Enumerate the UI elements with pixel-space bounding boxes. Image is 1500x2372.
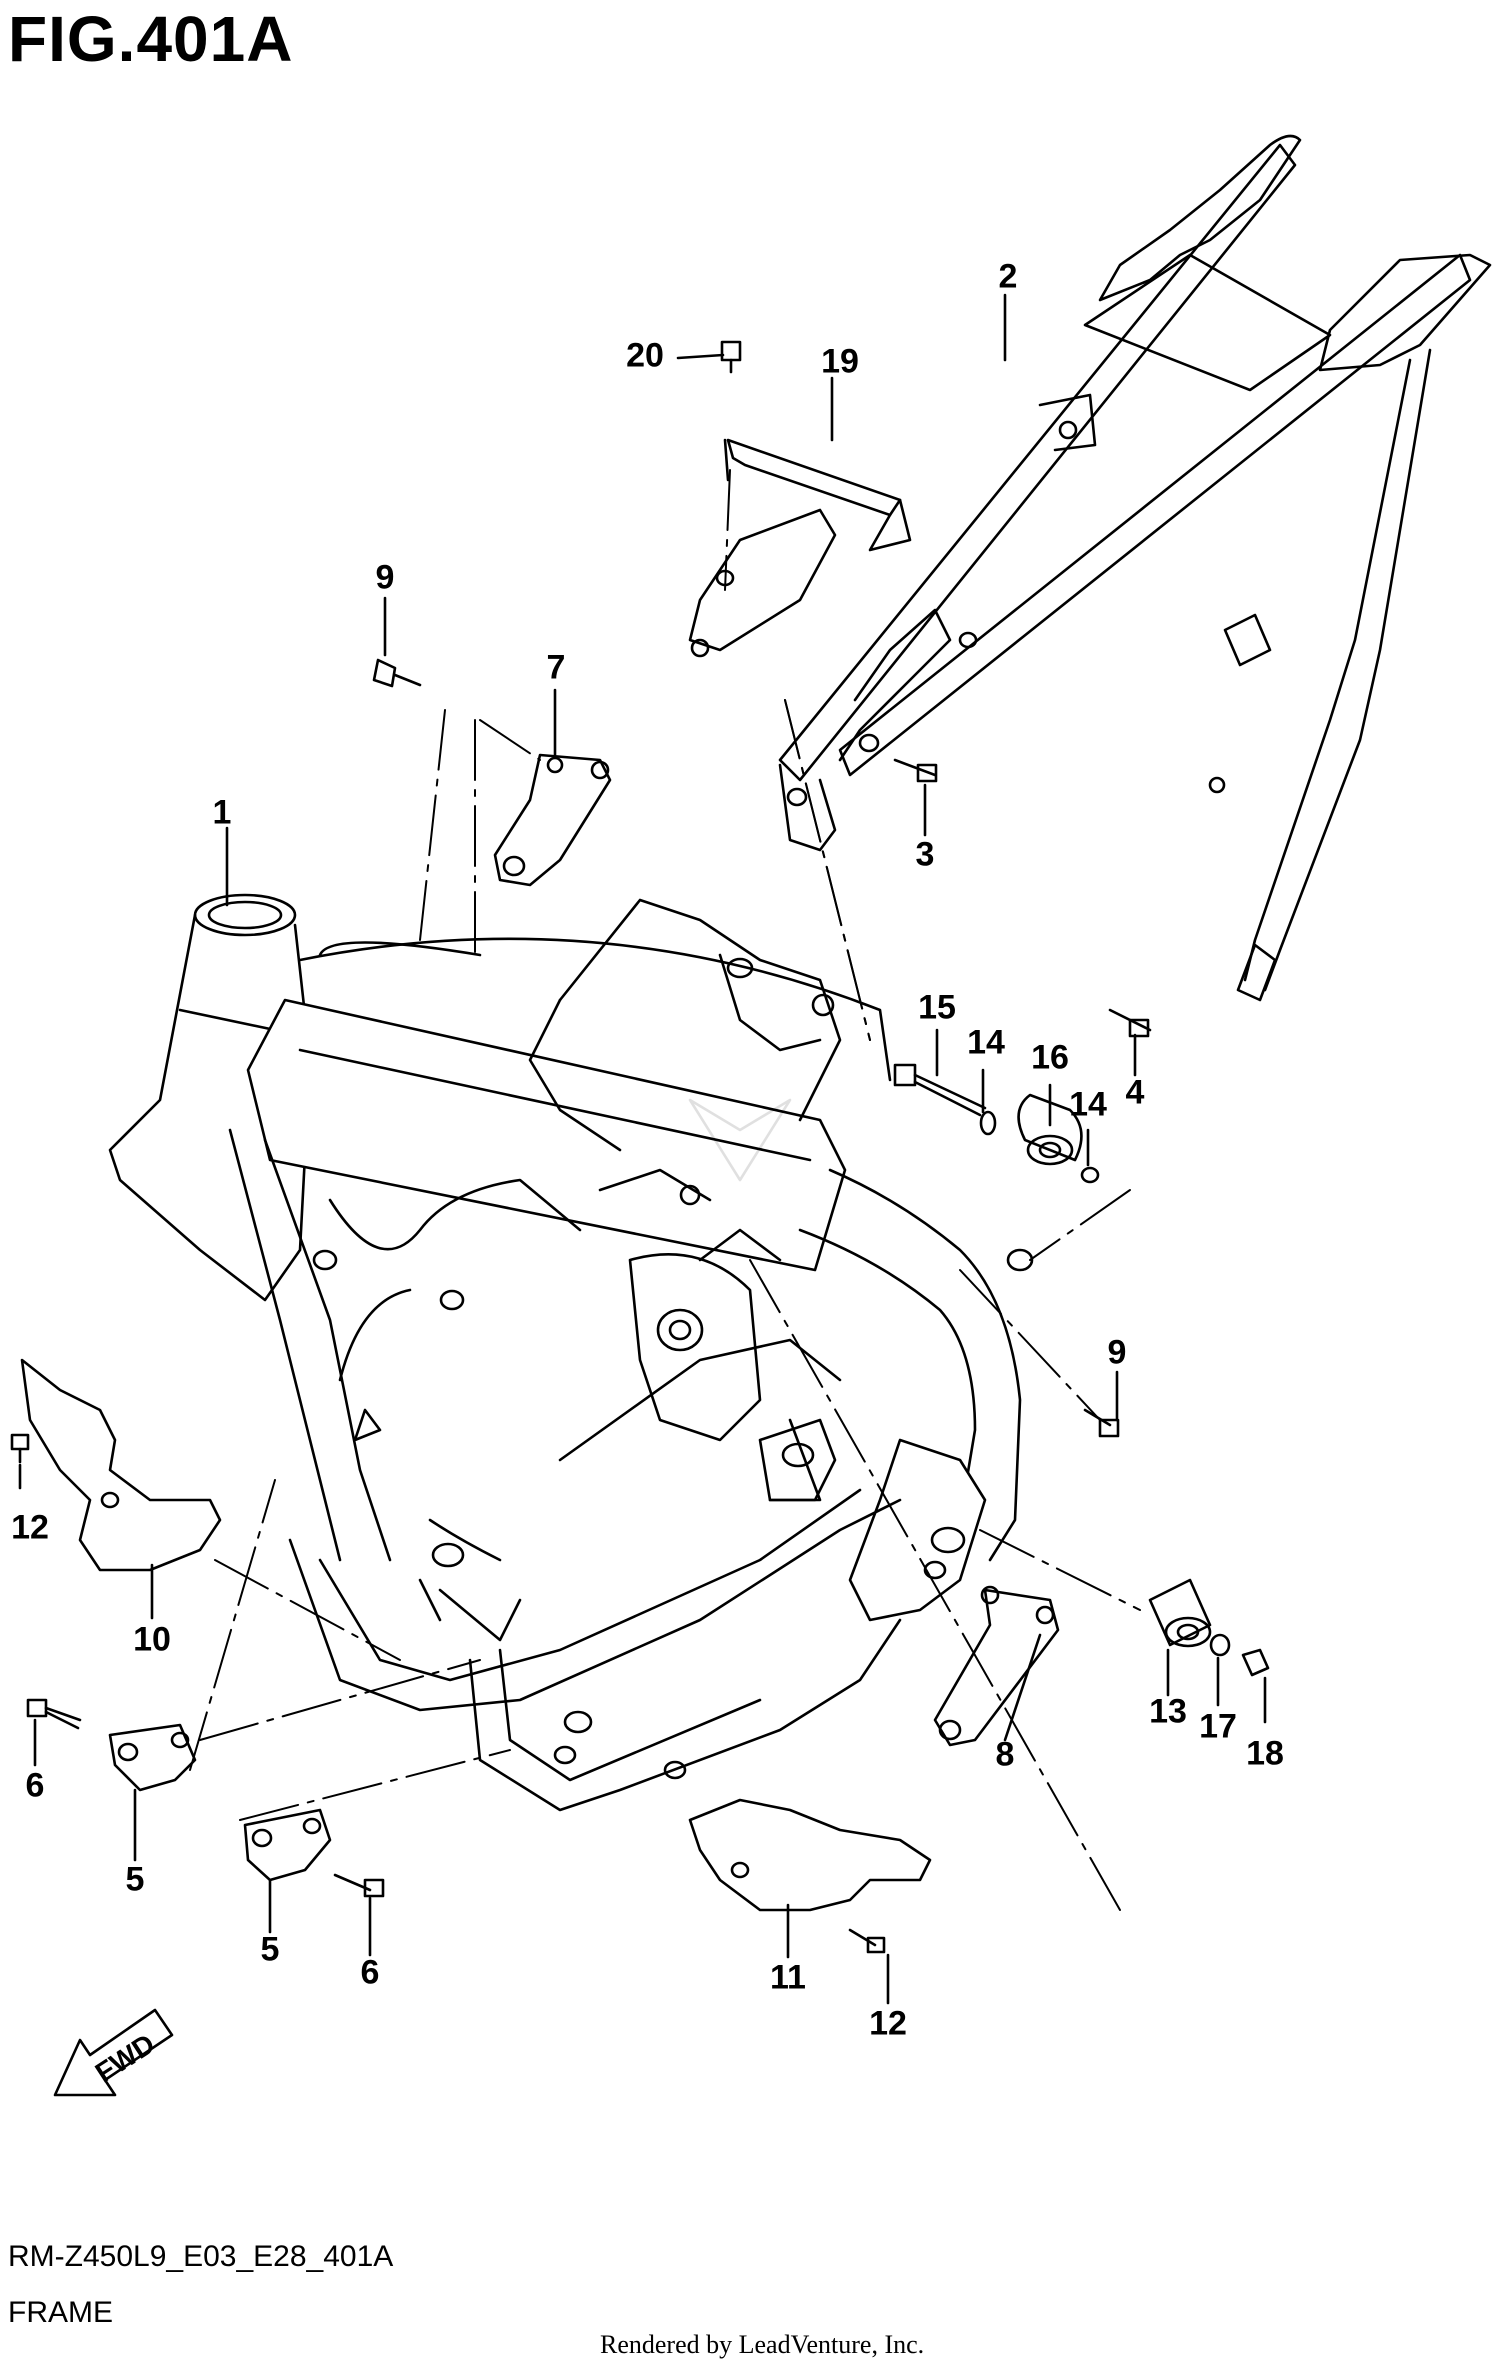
callout-12-right: 12 [869, 2004, 907, 2043]
callout-15: 15 [918, 988, 956, 1027]
bolt-6-right [333, 1873, 385, 1898]
collar-13 [1148, 1578, 1212, 1648]
frame-guard-11 [688, 1798, 932, 1912]
callout-6-right: 6 [360, 1953, 380, 1992]
forward-direction-arrow: FWD [53, 2008, 174, 2097]
nut-18 [1241, 1648, 1270, 1677]
callout-12-left: 12 [11, 1508, 49, 1547]
figure-title: FIG.401A [8, 3, 294, 75]
callout-5-right: 5 [260, 1930, 280, 1969]
diagram-code: RM-Z450L9_E03_E28_401A [8, 2240, 394, 2273]
bolt-15 [893, 1063, 987, 1117]
leader-lines [18, 293, 1267, 2005]
callout-19: 19 [821, 342, 859, 381]
subframe-part [778, 134, 1492, 1002]
callout-13: 13 [1149, 1692, 1187, 1731]
watermark-logo [688, 1098, 792, 1182]
callout-14-upper: 14 [967, 1023, 1005, 1062]
callout-5-left: 5 [125, 1860, 145, 1899]
callout-6-left: 6 [25, 1766, 45, 1805]
diagram-name: FRAME [8, 2296, 113, 2329]
callout-18: 18 [1246, 1734, 1284, 1773]
collar-16 [1017, 1093, 1083, 1166]
engine-mount-8 [933, 1585, 1060, 1747]
callout-3: 3 [915, 835, 935, 874]
callout-16: 16 [1031, 1038, 1069, 1077]
callout-4: 4 [1125, 1073, 1145, 1112]
rear-bracket [688, 508, 837, 658]
engine-mount-5-left [108, 1723, 197, 1792]
washer-14a [979, 1110, 997, 1136]
bolt-6-left [26, 1698, 82, 1730]
bolt-4 [1108, 1008, 1152, 1038]
bolt-20 [720, 340, 742, 374]
bolt-12-left [10, 1433, 30, 1464]
bolt-3 [893, 758, 938, 783]
callout-17: 17 [1199, 1707, 1237, 1746]
callout-8: 8 [995, 1735, 1015, 1774]
callout-10: 10 [133, 1620, 171, 1659]
callout-2: 2 [998, 257, 1018, 296]
washer-17 [1209, 1633, 1231, 1657]
callout-7: 7 [546, 648, 566, 687]
bracket-19 [723, 438, 912, 552]
engine-mount-5-right [243, 1808, 332, 1882]
callout-11: 11 [770, 1958, 806, 1997]
bolt-9-lower [1083, 1408, 1120, 1438]
render-credit: Rendered by LeadVenture, Inc. [600, 2330, 925, 2359]
callout-9-lower: 9 [1107, 1333, 1127, 1372]
frame-guard-10 [20, 1358, 222, 1572]
washer-14b [1080, 1166, 1100, 1184]
callout-9-upper: 9 [375, 558, 395, 597]
bracket-7 [493, 753, 612, 887]
callout-14-lower: 14 [1069, 1085, 1107, 1124]
main-frame-part [108, 893, 1034, 1812]
bolt-12-right [848, 1928, 886, 1954]
callout-20: 20 [626, 336, 664, 375]
callout-1: 1 [212, 793, 232, 832]
bolt-9-upper [372, 658, 422, 688]
